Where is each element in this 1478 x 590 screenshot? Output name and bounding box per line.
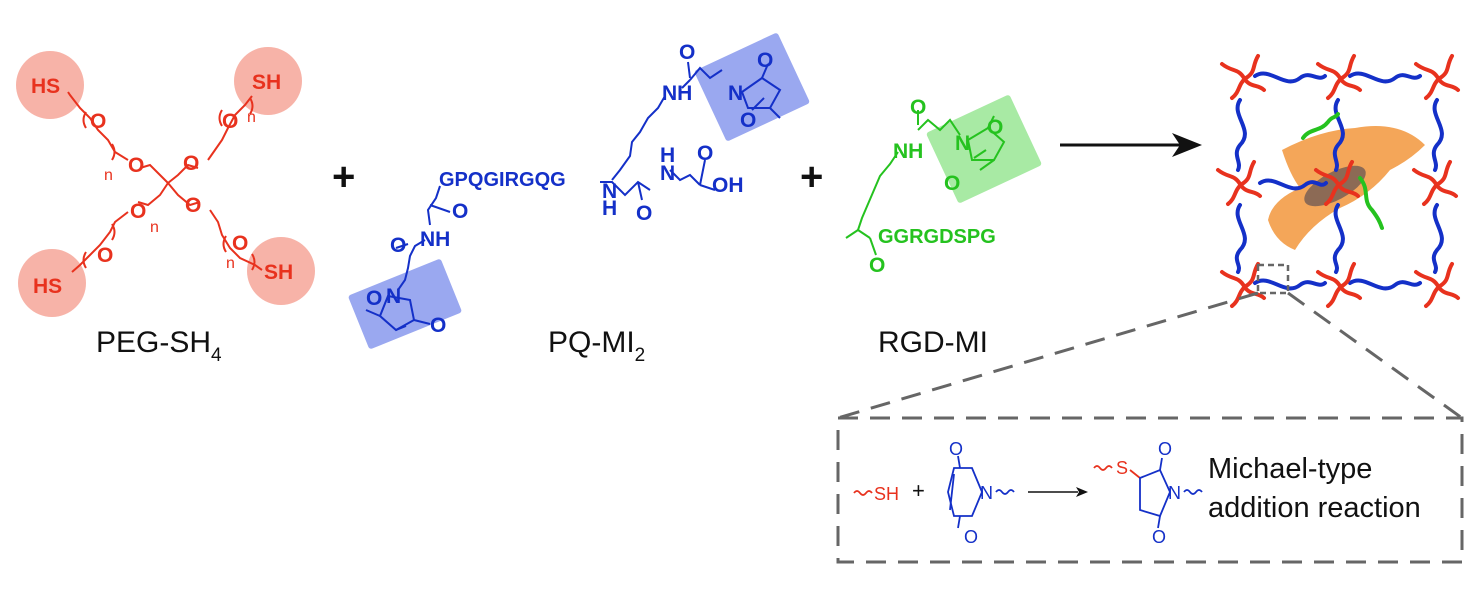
maleimide-highlight — [694, 33, 810, 141]
pq-bonds — [365, 61, 782, 332]
peg-sh4-caption: PEG-SH4 — [96, 326, 222, 366]
oxygen-label: O — [910, 96, 926, 119]
crosslinker-strands — [1234, 71, 1444, 291]
amide-nh-label: NH — [420, 228, 450, 251]
inset-succinimide — [1129, 457, 1203, 529]
thiol-highlight-circle — [16, 51, 84, 119]
maleimide-highlight — [348, 259, 462, 349]
oxygen-label: O — [90, 110, 106, 133]
hydroxyl-label: OH — [712, 174, 744, 197]
amide-nh-label: NH — [662, 82, 692, 105]
hydrogel-network — [1216, 54, 1460, 308]
backbone-n-label: N — [660, 162, 675, 185]
nitrogen-label: N — [955, 132, 970, 155]
peg-bonds — [67, 91, 263, 273]
inset-plus-sign: + — [912, 478, 925, 503]
oxygen-label: O — [128, 154, 144, 177]
oxygen-label: O — [185, 194, 201, 217]
inset-nitrogen-label: N — [1168, 483, 1181, 503]
oxygen-label: O — [987, 116, 1003, 139]
peptide-sequence: GGRGDSPG — [878, 226, 996, 248]
backbone-n-label: N — [602, 180, 617, 203]
peg-sh4-molecule: HS SH HS SH O O O O O O O O n n n n — [16, 47, 315, 317]
repeat-unit-label: n — [226, 255, 235, 272]
peg-crosslink-nodes — [1216, 54, 1460, 308]
oxygen-label: O — [636, 202, 652, 225]
thiol-squiggle — [853, 490, 873, 496]
zoom-region-marker — [1256, 263, 1290, 295]
backbone-h-label: H — [660, 144, 675, 167]
backbone-h-label: H — [602, 197, 617, 220]
oxygen-label: O — [97, 244, 113, 267]
thiol-label: HS — [33, 275, 62, 298]
nitrogen-label: N — [728, 82, 743, 105]
oxygen-label: O — [679, 41, 695, 64]
oxygen-label: O — [869, 254, 885, 277]
repeat-unit-label: n — [247, 109, 256, 126]
oxygen-label: O — [130, 200, 146, 223]
reaction-inset: SH + O N O S O N O Michael-type addition… — [836, 416, 1464, 564]
pq-mi2-molecule: O NH N O O GPQGIRGQG N H O H N O OH O NH… — [348, 33, 810, 349]
oxygen-label: O — [366, 287, 382, 310]
inset-oxygen-label: O — [1158, 439, 1172, 459]
oxygen-label: O — [740, 109, 756, 132]
reaction-title-line2: addition reaction — [1208, 492, 1421, 524]
inset-arrow-head — [1076, 487, 1088, 497]
plus-sign: + — [800, 155, 823, 199]
oxygen-label: O — [390, 234, 406, 257]
rgd-mi-molecule: O NH N O O GGRGDSPG O — [845, 95, 1042, 277]
inset-oxygen-label: O — [964, 527, 978, 547]
thiol-label: SH — [264, 261, 293, 284]
oxygen-label: O — [757, 49, 773, 72]
thioether-squiggle — [1093, 465, 1113, 471]
inset-oxygen-label: O — [949, 439, 963, 459]
oxygen-label: O — [222, 110, 238, 133]
thiol-highlight-circle — [247, 237, 315, 305]
amide-nh-label: NH — [893, 140, 923, 163]
rgd-tethers — [1301, 112, 1384, 230]
oxygen-label: O — [697, 142, 713, 165]
pq-mi2-caption: PQ-MI2 — [548, 326, 645, 366]
inset-sulfur-label: S — [1116, 458, 1128, 478]
nitrogen-label: N — [386, 285, 401, 308]
rgd-mi-caption: RGD-MI — [878, 326, 988, 359]
peptide-sequence: GPQGIRGQG — [439, 169, 566, 191]
inset-maleimide — [947, 455, 1015, 529]
rgd-bonds — [845, 110, 1006, 256]
repeat-unit-label: n — [104, 167, 113, 184]
oxygen-label: O — [944, 172, 960, 195]
inset-thiol-label: SH — [874, 484, 899, 504]
thiol-highlight-circle — [18, 249, 86, 317]
thiol-label: HS — [31, 75, 60, 98]
oxygen-label: O — [183, 152, 199, 175]
zoom-lines — [837, 291, 1463, 420]
inset-oxygen-label: O — [1152, 527, 1166, 547]
oxygen-label: O — [430, 314, 446, 337]
reaction-arrow — [1060, 133, 1202, 157]
inset-nitrogen-label: N — [980, 483, 993, 503]
reaction-title-line1: Michael-type — [1208, 453, 1372, 485]
oxygen-label: O — [452, 200, 468, 223]
cell-nucleus — [1304, 165, 1366, 207]
inset-frame — [836, 416, 1464, 564]
repeat-unit-label: n — [150, 219, 159, 236]
thiol-label: SH — [252, 71, 281, 94]
oxygen-label: O — [232, 232, 248, 255]
maleimide-highlight — [926, 95, 1042, 203]
plus-sign: + — [332, 155, 355, 199]
